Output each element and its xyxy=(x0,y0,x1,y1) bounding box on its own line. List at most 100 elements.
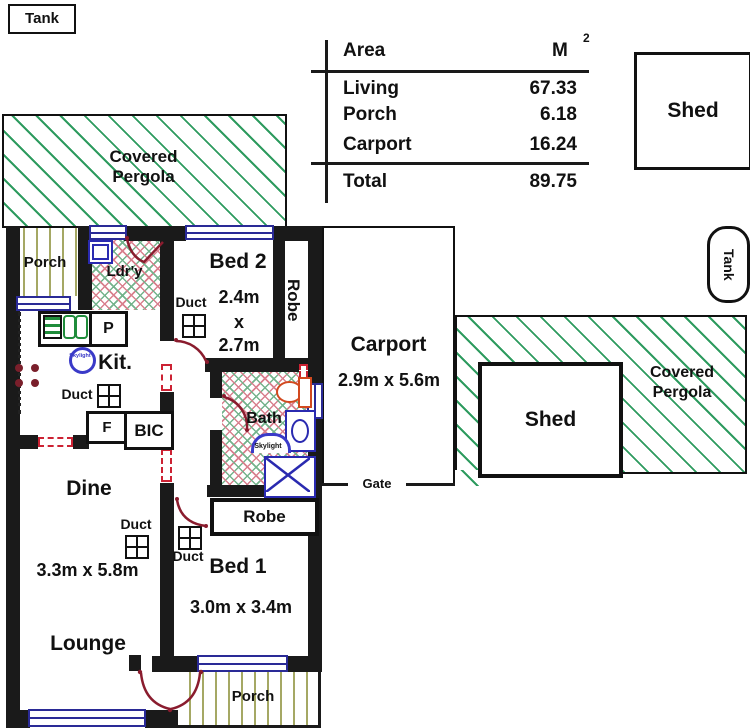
porch-left-area xyxy=(12,228,78,296)
pergola-right-label-line1: Covered xyxy=(649,364,715,381)
wall-bed1-stub xyxy=(129,655,141,671)
fridge-label: F xyxy=(102,418,112,436)
laundry-label: Ldr'y xyxy=(106,263,143,280)
porch-bottom-area xyxy=(178,672,318,726)
wall-hall-upper xyxy=(160,226,174,341)
tank-top-left-box: Tank xyxy=(8,4,76,34)
laundry-trough-icon xyxy=(88,240,113,264)
bed2-dim-width-label: 2.4m xyxy=(218,287,260,307)
kitchen-label: Kit. xyxy=(98,351,132,374)
bath-label: Bath xyxy=(246,410,282,427)
shed-top-label: Shed xyxy=(667,98,719,122)
skylight-bath-icon xyxy=(251,433,291,453)
wall-robe2 xyxy=(273,241,285,358)
shower-icon xyxy=(264,456,316,498)
window-lounge xyxy=(28,709,146,727)
toilet-cistern-icon xyxy=(298,377,312,408)
opening-hall-dine xyxy=(161,449,172,482)
pantry-label: P xyxy=(103,319,114,337)
pergola-top-area xyxy=(2,114,287,228)
window-bed1 xyxy=(197,655,288,672)
gate-label: Gate xyxy=(348,477,406,492)
table-col-unit-sup: 2 xyxy=(583,31,590,45)
duct-icon-dine xyxy=(125,535,149,559)
wall-lounge-bottom-a xyxy=(6,710,30,728)
duct-label-kitchen: Duct xyxy=(61,386,93,402)
bed2-name-label: Bed 2 xyxy=(209,250,267,273)
robe-bed1-box: Robe xyxy=(210,498,319,536)
porch-bottom-label: Porch xyxy=(231,688,275,705)
table-header-rule xyxy=(311,70,589,73)
hinge-dot xyxy=(31,364,39,372)
bic-box: BIC xyxy=(124,411,174,450)
wall-bath-left-a xyxy=(210,372,222,398)
vanity-basin-icon xyxy=(291,419,309,443)
fridge-box: F xyxy=(86,411,128,444)
porch-bottom-bottom-edge xyxy=(178,725,321,728)
skylight-kitchen-label: Skylight xyxy=(69,353,91,359)
door-hinge-dot xyxy=(175,497,179,501)
dine-dims-label: 3.3m x 5.8m xyxy=(36,560,139,580)
pantry-box: P xyxy=(89,311,128,347)
table-row-value: 16.24 xyxy=(529,134,577,155)
door-hinge-dot xyxy=(204,524,208,528)
shed-right-box: Shed xyxy=(478,362,623,478)
shed-top-box: Shed xyxy=(634,52,750,170)
table-row-label: Carport xyxy=(343,134,412,155)
bed2-dim-x-label: x xyxy=(233,312,244,332)
porch-bottom-right-edge xyxy=(318,672,321,728)
bed1-door-arc xyxy=(175,499,207,528)
laundry-trough-inner xyxy=(92,244,109,260)
wall-bed2-bath xyxy=(205,358,322,372)
stove-icon xyxy=(43,315,62,339)
door-hinge-dot xyxy=(174,338,178,342)
tank-top-left-label: Tank xyxy=(25,10,59,28)
wall-lounge-bed1 xyxy=(160,497,174,672)
wall-bath-left-b xyxy=(210,430,222,485)
carport-dims-label: 2.9m x 5.6m xyxy=(337,370,441,390)
hinge-dot xyxy=(31,379,39,387)
dine-name-label: Dine xyxy=(66,477,112,500)
wall-left xyxy=(6,226,20,728)
wall-kitchen-dine-b xyxy=(73,435,89,449)
window-bed2 xyxy=(185,225,274,240)
wall-bed1-bottom-a xyxy=(152,656,198,672)
shed-right-label: Shed xyxy=(524,407,577,431)
table-total-label: Total xyxy=(343,171,387,192)
table-row-value: 67.33 xyxy=(529,78,577,99)
dotted-line xyxy=(18,312,24,414)
duct-label-dine: Duct xyxy=(120,516,152,532)
duct-icon-bed1 xyxy=(178,526,202,550)
pergola-top-label-line2: Pergola xyxy=(112,167,175,186)
duct-icon-bed2 xyxy=(182,314,206,338)
table-total-value: 89.75 xyxy=(529,171,577,192)
tank-right-label: Tank xyxy=(720,248,737,281)
carport-name-label: Carport xyxy=(350,333,427,356)
wall-lounge-bottom-b xyxy=(145,710,178,728)
hinge-dot xyxy=(15,379,23,387)
sink-bowl-icon xyxy=(75,315,88,339)
table-col-area: Area xyxy=(343,40,386,61)
window-entry xyxy=(16,296,71,311)
wall-top-a xyxy=(124,226,186,241)
duct-icon-kitchen xyxy=(97,384,121,408)
wall-kitchen-dine-a xyxy=(6,435,38,449)
robe-bed1-label: Robe xyxy=(243,507,286,527)
pergola-top-label-line1: Covered xyxy=(109,147,178,166)
hinge-dot xyxy=(15,364,23,372)
table-col-unit: M xyxy=(552,40,568,61)
bic-label: BIC xyxy=(134,420,164,440)
robe-bed2-label: Robe xyxy=(283,278,303,322)
bed1-name-label: Bed 1 xyxy=(209,555,267,578)
table-row-value: 6.18 xyxy=(540,104,577,125)
opening-kitchen-dine xyxy=(38,437,73,447)
opening-hall-kitchen-upper xyxy=(161,364,172,391)
table-total-rule xyxy=(311,162,589,165)
pergola-right-label-line2: Pergola xyxy=(652,384,712,401)
lounge-label: Lounge xyxy=(50,632,126,655)
french-door-left-arc xyxy=(139,672,171,711)
duct-label-bed2: Duct xyxy=(175,294,207,310)
wall-bed1-bottom-b xyxy=(287,656,308,672)
pergola-right-strip xyxy=(455,470,479,486)
shower-x-icon xyxy=(266,458,310,492)
